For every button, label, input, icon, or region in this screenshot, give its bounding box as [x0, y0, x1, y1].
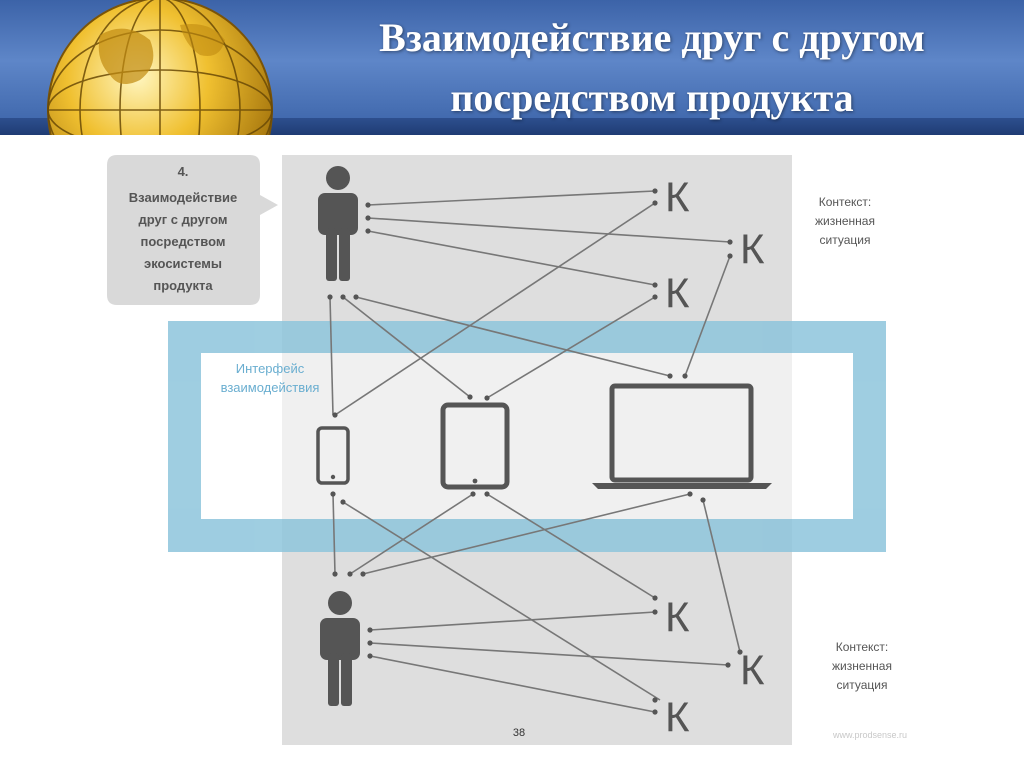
- connection-lines: [329, 190, 741, 713]
- context-label-line-3: ситуация: [837, 678, 888, 692]
- k-letter: К: [740, 646, 765, 693]
- context-label-line-3: ситуация: [820, 233, 871, 247]
- context-label-line-1: Контекст:: [819, 195, 872, 209]
- k-letters: К К К К К К: [665, 173, 765, 740]
- slide-header: Взаимодействие друг с другом посредством…: [0, 0, 1024, 135]
- watermark: www.prodsense.ru: [832, 730, 907, 740]
- callout-line-5: продукта: [153, 278, 213, 293]
- callout-line-2: друг с другом: [138, 212, 227, 227]
- interface-frame: [168, 321, 886, 552]
- k-letter: К: [665, 693, 690, 740]
- interface-label-line-1: Интерфейс: [236, 361, 305, 376]
- slide-title: Взаимодействие друг с другом посредством…: [280, 8, 1024, 128]
- context-label-line-2: жизненная: [832, 659, 892, 673]
- k-letter: К: [665, 593, 690, 640]
- smartphone-icon: [316, 426, 350, 485]
- callout-number: 4.: [178, 164, 189, 179]
- k-letter: К: [665, 269, 690, 316]
- context-label-line-2: жизненная: [815, 214, 875, 228]
- person-icon: [320, 591, 360, 706]
- callout-line-4: экосистемы: [144, 256, 222, 271]
- title-line-2: посредством продукта: [450, 75, 854, 120]
- k-letter: К: [740, 225, 765, 272]
- context-label-line-1: Контекст:: [836, 640, 889, 654]
- title-line-1: Взаимодействие друг с другом: [379, 15, 925, 60]
- callout-line-3: посредством: [141, 234, 226, 249]
- tablet-icon: [440, 402, 510, 490]
- callout-bubble: 4. Взаимодействие друг с другом посредст…: [107, 155, 278, 305]
- person-icon: [318, 166, 358, 281]
- interface-inner: [201, 353, 853, 519]
- laptop-icon: [592, 383, 772, 489]
- k-letter: К: [665, 173, 690, 220]
- interface-label-line-2: взаимодействия: [221, 380, 320, 395]
- callout-line-1: Взаимодействие: [129, 190, 237, 205]
- page-number: 38: [513, 727, 525, 739]
- connection-dots: [327, 188, 743, 715]
- globe-icon: [40, 0, 280, 135]
